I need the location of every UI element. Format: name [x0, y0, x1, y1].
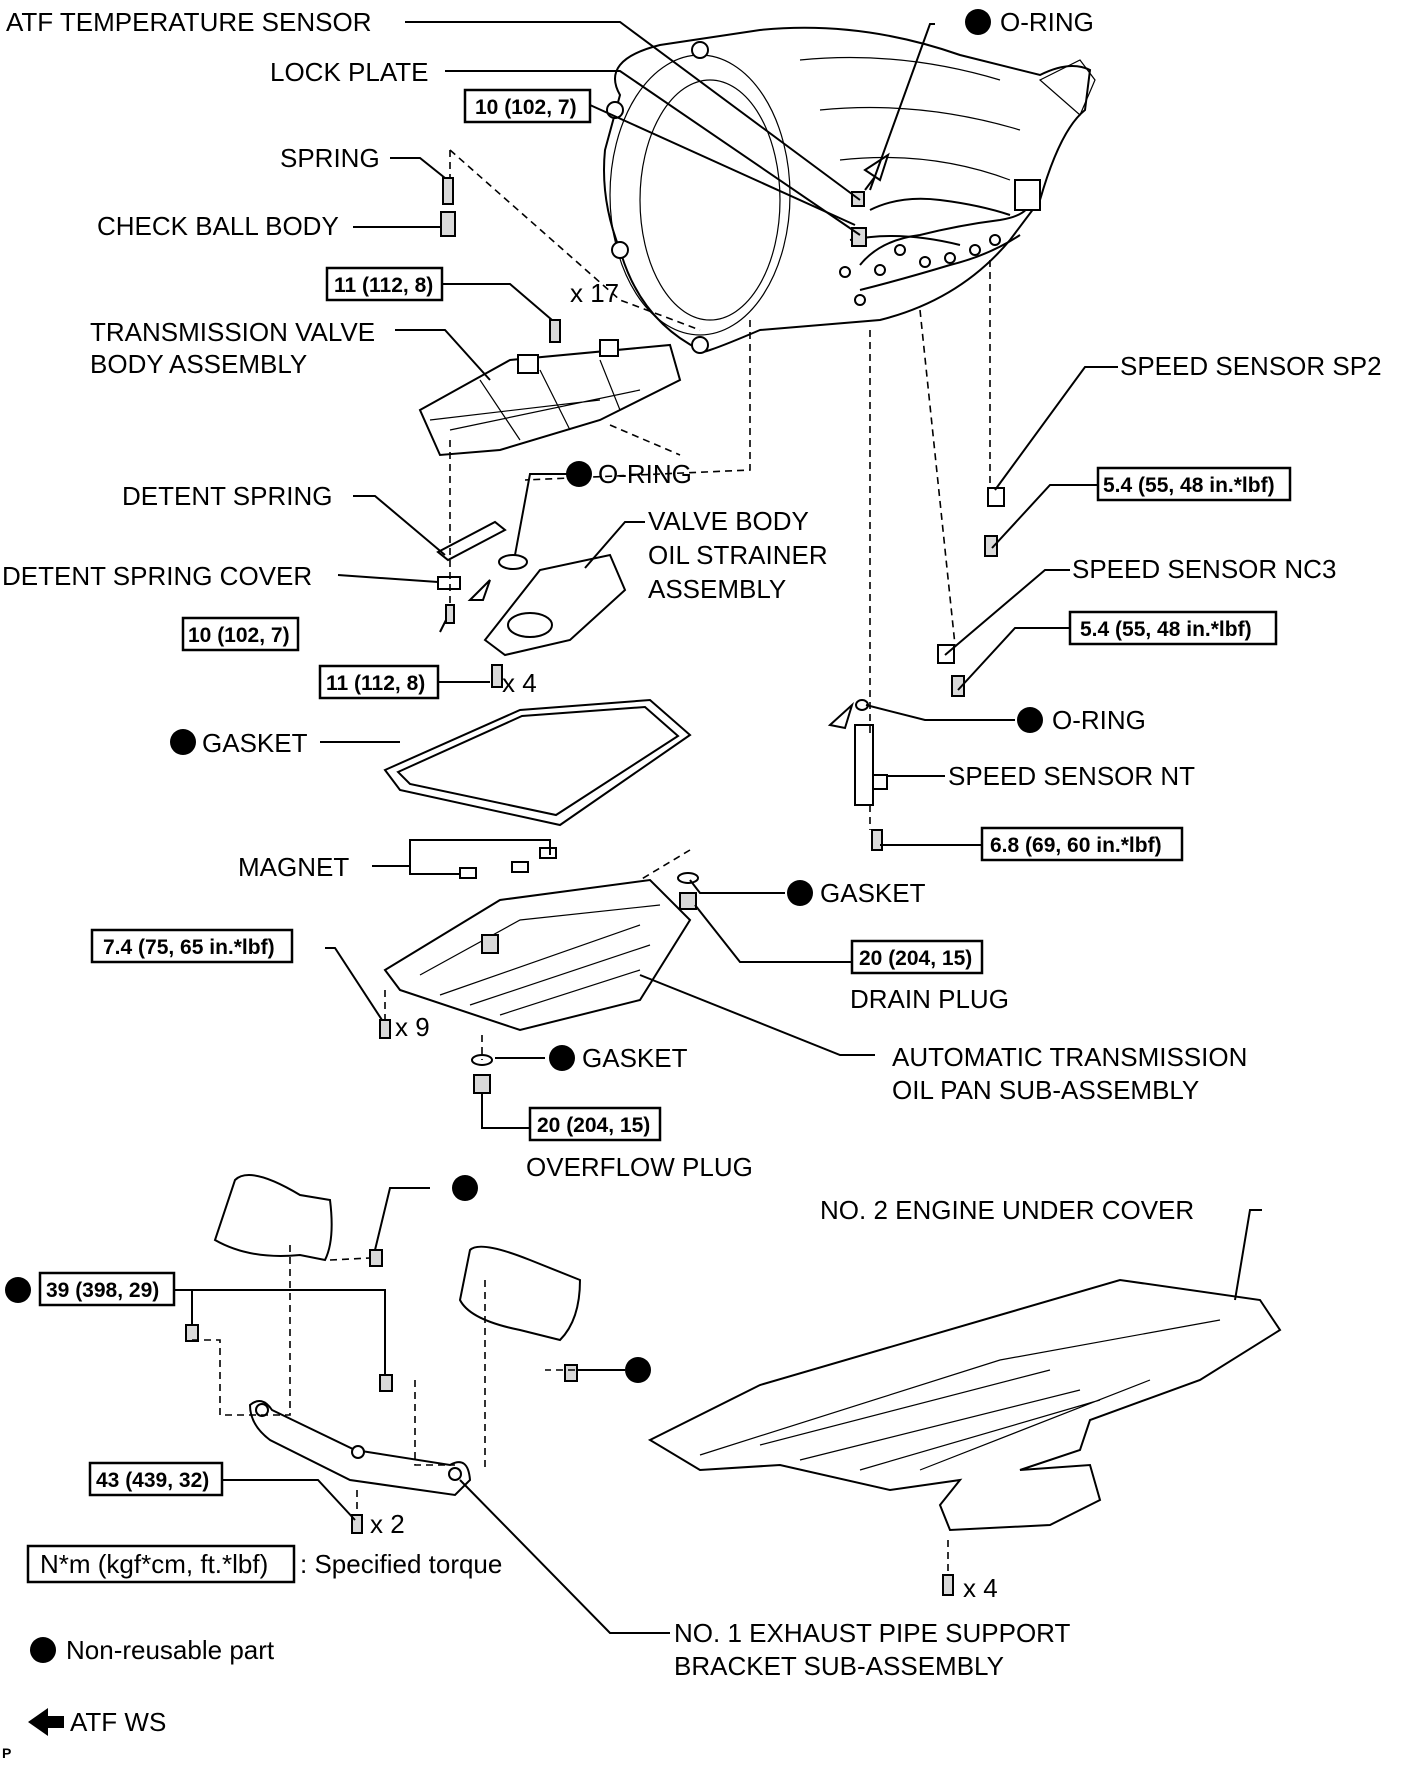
arrow-icon	[467, 579, 491, 601]
torque-strainer: 11 (112, 8)	[326, 672, 425, 695]
torque-box-drain	[850, 939, 984, 975]
arrow-icon	[863, 152, 890, 182]
lock-plate-parts	[851, 152, 890, 247]
nonreusable-dot-icon	[1017, 707, 1043, 733]
transmission-housing	[603, 26, 1096, 354]
label-strainer-2: OIL STRAINER	[648, 540, 828, 570]
pan-gasket	[383, 698, 692, 827]
torque-box-valve-body	[325, 266, 444, 302]
torque-valve-body: 11 (112, 8)	[334, 274, 433, 297]
torque-boxes: 10 (102, 7) 11 (112, 8) 10 (102, 7) 11 (…	[38, 88, 1292, 1497]
speed-sensors	[827, 487, 1005, 851]
check-ball-parts	[440, 177, 456, 237]
magnets	[459, 847, 557, 879]
label-check-ball-body: CHECK BALL BODY	[97, 211, 339, 241]
nonreusable-dot-icon	[549, 1045, 575, 1071]
legend-nonreusable-dot-icon	[30, 1637, 56, 1663]
oil-pan	[383, 878, 692, 1032]
quantities: x 17 x 4 x 9 x 2 x 4	[370, 278, 998, 1603]
nonreusable-dot-icon	[170, 729, 196, 755]
label-oring-mid: O-RING	[598, 459, 692, 489]
label-overflow-plug: OVERFLOW PLUG	[526, 1152, 753, 1182]
label-spring: SPRING	[280, 143, 380, 173]
alignment-lines	[192, 149, 991, 1575]
qty-bracket-bolts: x 2	[370, 1509, 405, 1539]
torque-box-detent	[181, 616, 300, 652]
torque-nt: 6.8 (69, 60 in.*lbf)	[990, 834, 1162, 857]
label-oring-top: O-RING	[1000, 7, 1094, 37]
label-strainer-1: VALVE BODY	[648, 506, 809, 536]
torque-lock-plate: 10 (102, 7)	[475, 96, 577, 119]
legend-arrow-icon	[28, 1708, 64, 1736]
torque-overflow: 20 (204, 15)	[537, 1114, 650, 1137]
nonreusable-dot-icon	[5, 1277, 31, 1303]
label-gasket-overflow: GASKET	[582, 1043, 688, 1073]
labels: ATF TEMPERATURE SENSOR LOCK PLATE SPRING…	[2, 7, 1382, 1681]
label-speed-sensor-nt: SPEED SENSOR NT	[948, 761, 1195, 791]
torque-box-strainer	[318, 664, 440, 700]
torque-nc3: 5.4 (55, 48 in.*lbf)	[1080, 618, 1252, 641]
figure-code: P	[2, 1745, 11, 1761]
valve-body	[418, 319, 682, 457]
nonreusable-dot-icon	[787, 880, 813, 906]
oil-strainer	[483, 553, 627, 688]
torque-box-lock-plate	[463, 88, 592, 124]
label-speed-sensor-nc3: SPEED SENSOR NC3	[1072, 554, 1336, 584]
legend: N*m (kgf*cm, ft.*lbf) : Specified torque…	[2, 1544, 502, 1761]
label-transmission-valve-2: BODY ASSEMBLY	[90, 349, 307, 379]
label-magnet: MAGNET	[238, 852, 349, 882]
qty-cover-bolts: x 4	[963, 1573, 998, 1603]
label-strainer-3: ASSEMBLY	[648, 574, 786, 604]
torque-box-nc3	[1068, 610, 1278, 646]
label-bracket-1: NO. 1 EXHAUST PIPE SUPPORT	[674, 1618, 1070, 1648]
qty-strainer-bolts: x 4	[502, 668, 537, 698]
label-detent-spring: DETENT SPRING	[122, 481, 332, 511]
nonreusable-markers	[5, 9, 1043, 1383]
torque-box-overflow	[528, 1106, 662, 1142]
torque-box-nt	[980, 826, 1184, 862]
torque-exhaust: 39 (398, 29)	[46, 1279, 159, 1302]
label-lock-plate: LOCK PLATE	[270, 57, 428, 87]
detent-parts	[436, 520, 528, 624]
nonreusable-dot-icon	[566, 461, 592, 487]
qty-valve-body-bolts: x 17	[570, 278, 619, 308]
legend-torque-text: : Specified torque	[300, 1549, 502, 1579]
support-bracket	[248, 1400, 472, 1534]
torque-drain: 20 (204, 15)	[859, 947, 972, 970]
label-drain-plug: DRAIN PLUG	[850, 984, 1009, 1014]
legend-torque-units: N*m (kgf*cm, ft.*lbf)	[40, 1549, 268, 1579]
leader-lines	[174, 21, 1262, 1634]
torque-box-bracket	[88, 1461, 224, 1497]
label-pan-1: AUTOMATIC TRANSMISSION	[892, 1042, 1247, 1072]
torque-box-exhaust	[38, 1271, 176, 1307]
torque-box-pan	[90, 928, 294, 964]
label-oring-nt: O-RING	[1052, 705, 1146, 735]
torque-box-sp2	[1096, 466, 1292, 502]
legend-nonreusable-text: Non-reusable part	[66, 1635, 275, 1665]
label-pan-2: OIL PAN SUB-ASSEMBLY	[892, 1075, 1199, 1105]
label-gasket-drain: GASKET	[820, 878, 926, 908]
nonreusable-dot-icon	[625, 1357, 651, 1383]
label-gasket-pan: GASKET	[202, 728, 308, 758]
legend-torque-box	[26, 1544, 296, 1584]
nonreusable-dot-icon	[452, 1175, 478, 1201]
nonreusable-dot-icon	[965, 9, 991, 35]
torque-bracket: 43 (439, 32)	[96, 1469, 209, 1492]
torque-pan: 7.4 (75, 65 in.*lbf)	[103, 936, 275, 959]
label-speed-sensor-sp2: SPEED SENSOR SP2	[1120, 351, 1382, 381]
label-bracket-2: BRACKET SUB-ASSEMBLY	[674, 1651, 1004, 1681]
label-detent-spring-cover: DETENT SPRING COVER	[2, 561, 312, 591]
label-under-cover: NO. 2 ENGINE UNDER COVER	[820, 1195, 1194, 1225]
arrow-icon	[827, 701, 855, 730]
legend-atf-text: ATF WS	[70, 1707, 166, 1737]
torque-detent: 10 (102, 7)	[188, 624, 290, 647]
label-transmission-valve-1: TRANSMISSION VALVE	[90, 317, 375, 347]
qty-pan-bolts: x 9	[395, 1012, 430, 1042]
exhaust-pipes	[185, 1174, 582, 1392]
engine-under-cover	[647, 1278, 1282, 1596]
label-atf-temperature-sensor: ATF TEMPERATURE SENSOR	[6, 7, 372, 37]
torque-sp2: 5.4 (55, 48 in.*lbf)	[1103, 474, 1275, 497]
